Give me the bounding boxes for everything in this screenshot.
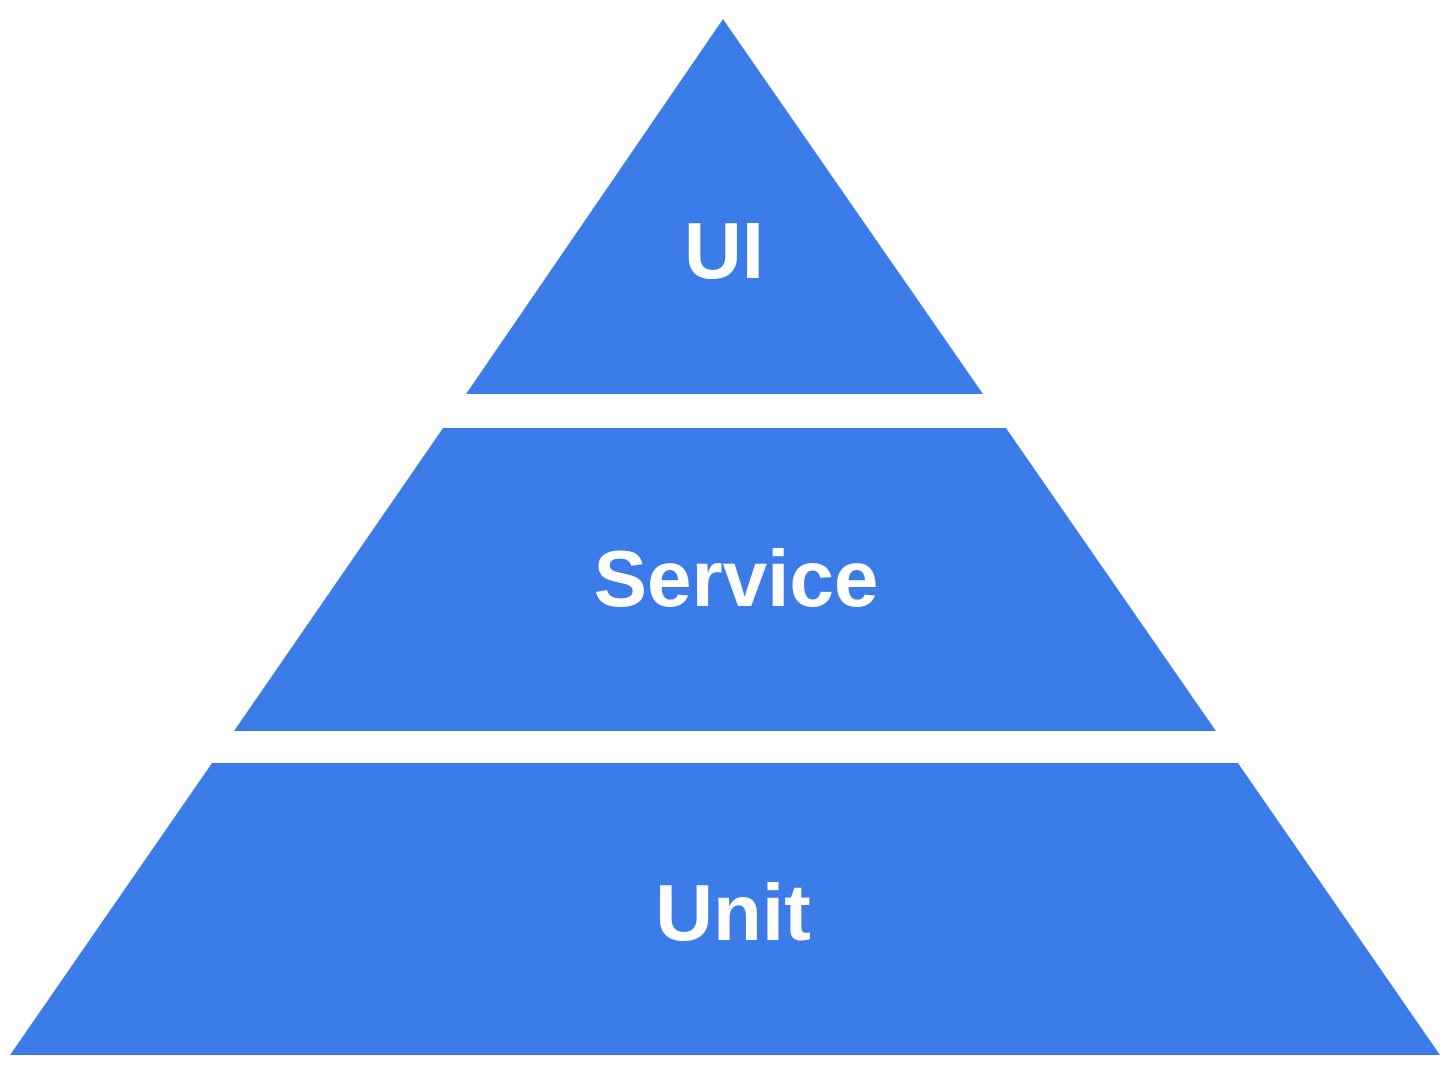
pyramid-layer-service — [234, 428, 1216, 731]
pyramid-layer-ui — [466, 19, 983, 394]
pyramid-label-ui: UI — [684, 206, 764, 295]
pyramid-layer-unit — [10, 763, 1440, 1055]
pyramid-label-unit: Unit — [655, 868, 811, 957]
pyramid-label-service: Service — [594, 534, 879, 623]
